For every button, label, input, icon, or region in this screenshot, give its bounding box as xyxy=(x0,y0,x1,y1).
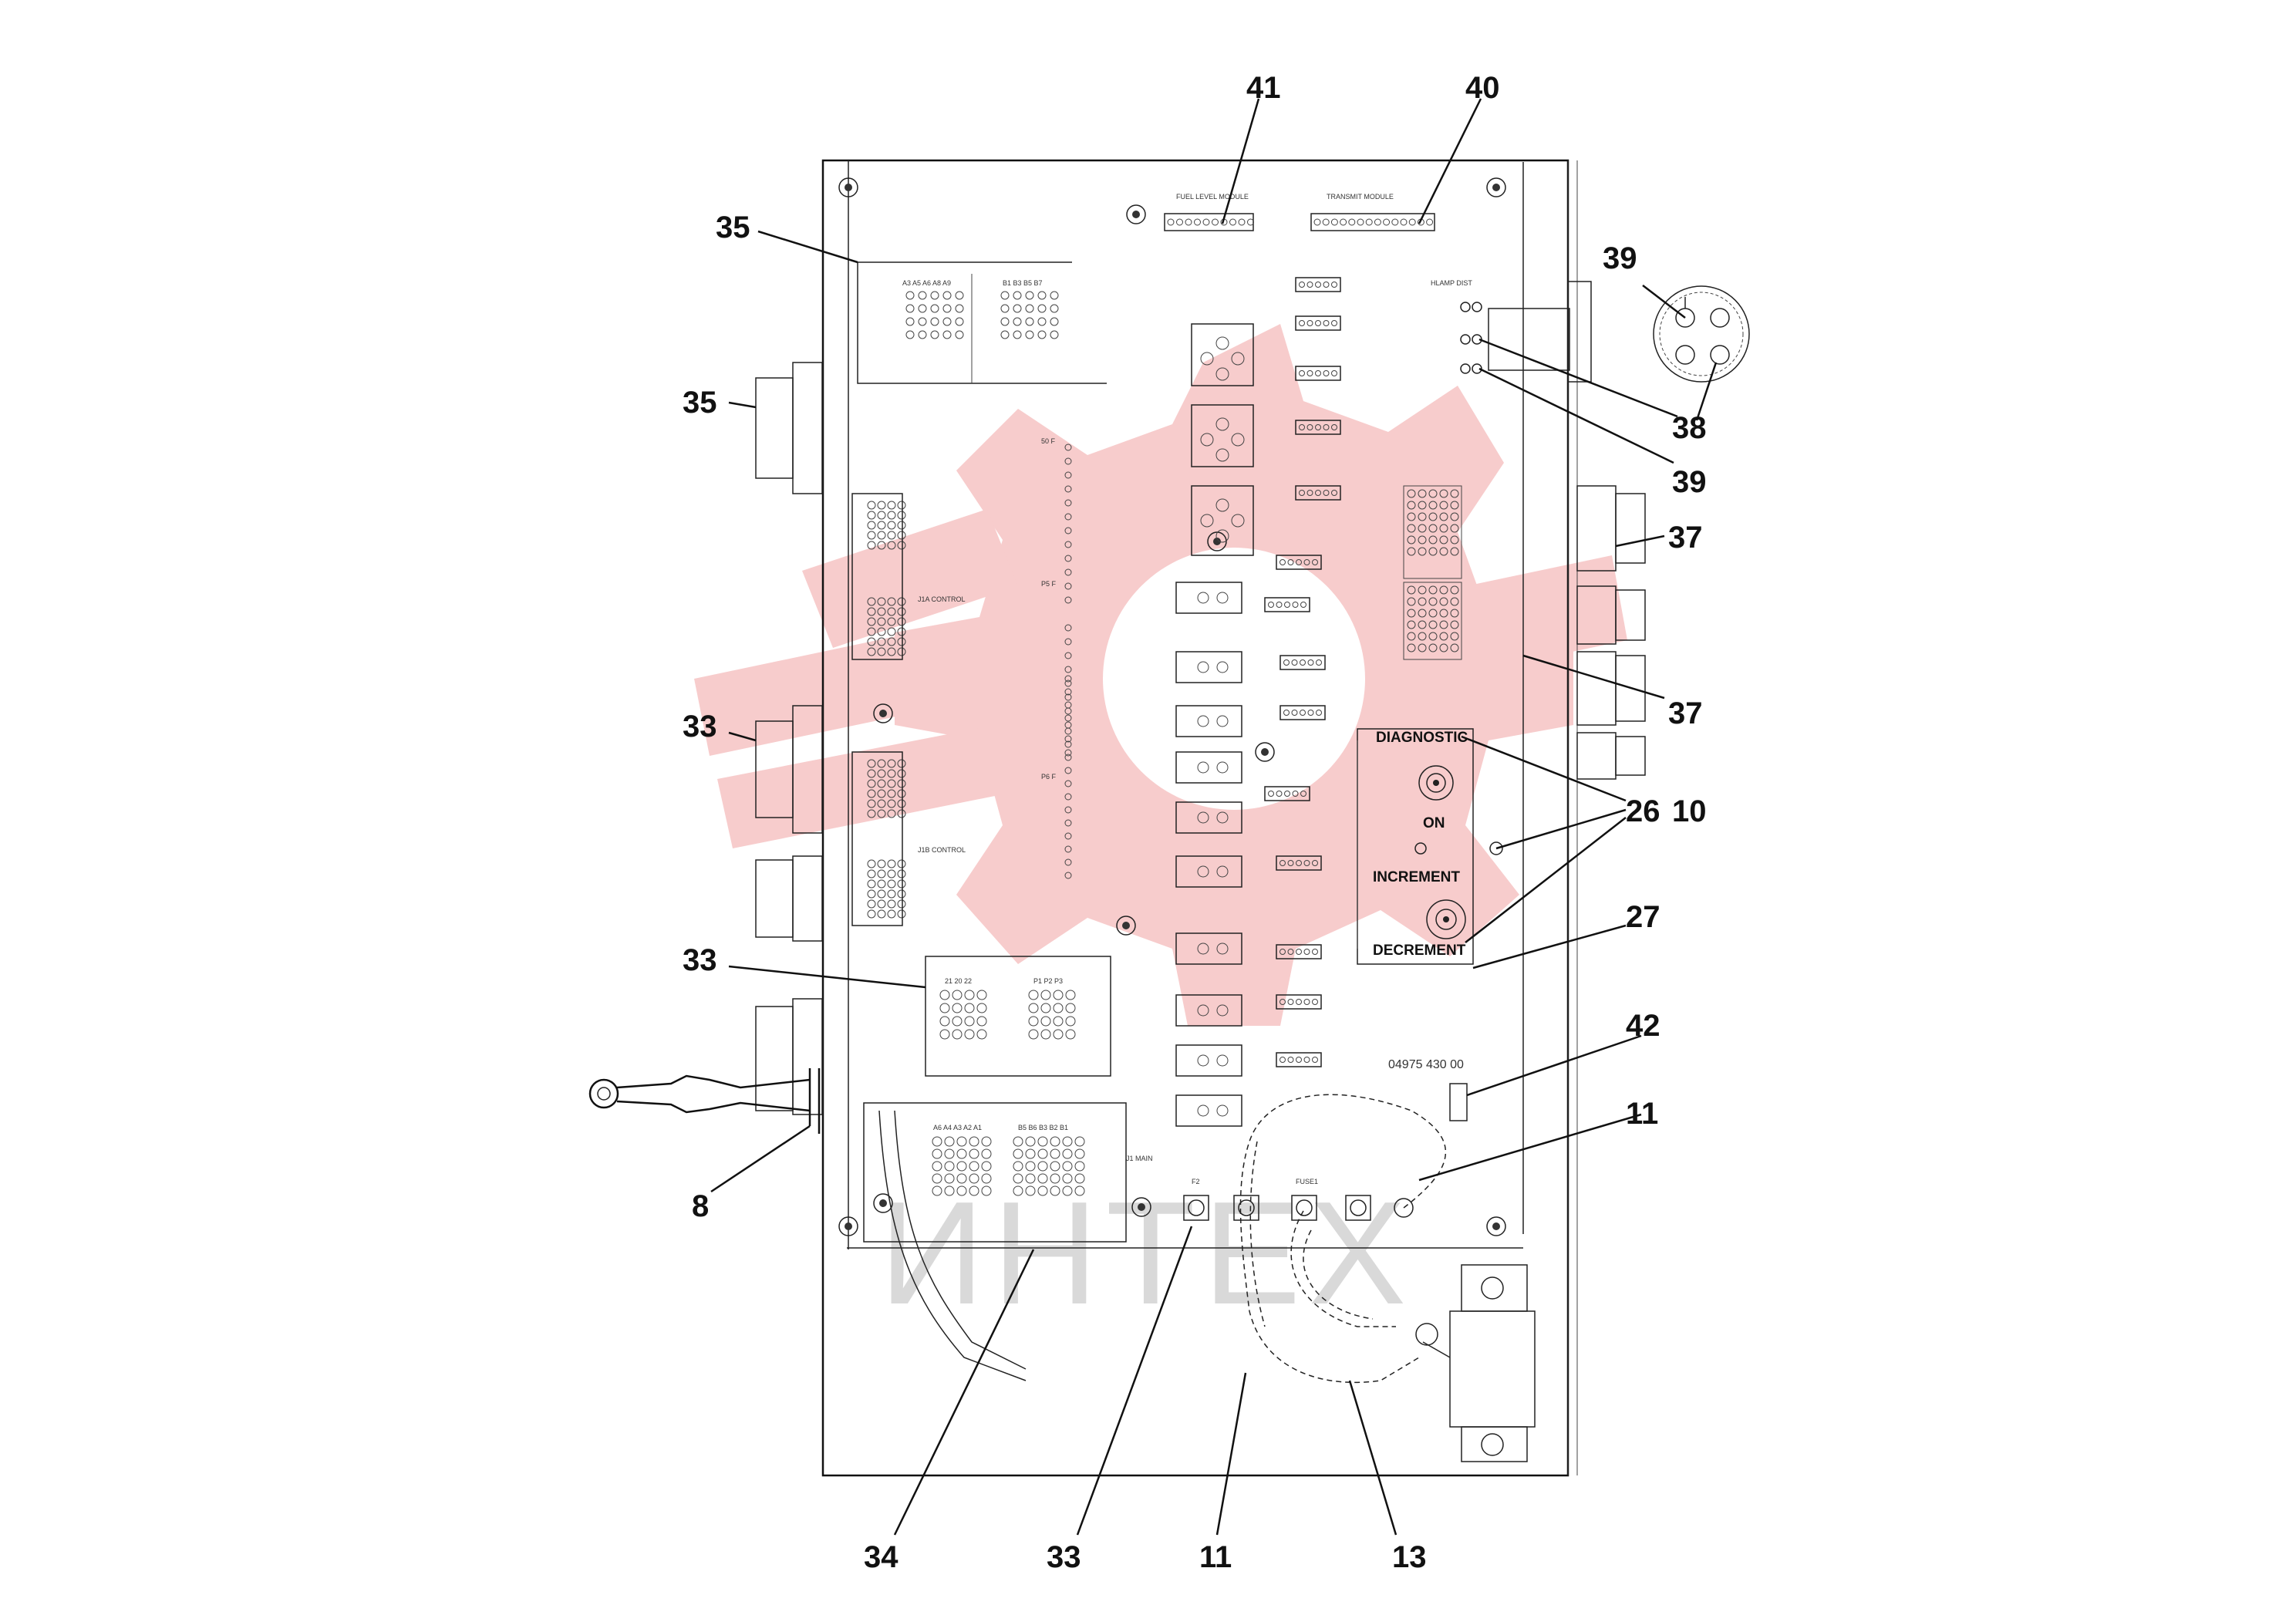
callout-41: 41 xyxy=(1246,71,1281,105)
watermark-gear-logo xyxy=(694,324,1627,1026)
svg-text:J1 MAIN: J1 MAIN xyxy=(1126,1155,1153,1162)
top-left-connector-block: A3 A5 A6 A8 A9 B1 B3 B5 B7 xyxy=(857,261,1107,384)
svg-text:J1A CONTROL: J1A CONTROL xyxy=(918,595,966,603)
svg-text:FUEL LEVEL MODULE: FUEL LEVEL MODULE xyxy=(1176,193,1249,201)
callout-37-top: 37 xyxy=(1668,521,1703,555)
bottom-right-breaker xyxy=(1415,1264,1536,1462)
svg-text:J1B CONTROL: J1B CONTROL xyxy=(918,846,966,854)
svg-text:B1 B3 B5 B7: B1 B3 B5 B7 xyxy=(1003,279,1043,287)
right-external-connectors xyxy=(1488,281,1646,780)
callout-13: 13 xyxy=(1392,1540,1427,1574)
mounting-screws xyxy=(838,177,1506,1236)
battery-cables xyxy=(878,1094,1447,1384)
svg-text:P5 F: P5 F xyxy=(1041,580,1057,588)
pin-grids xyxy=(867,291,1459,1196)
callout-35-top: 35 xyxy=(716,211,750,244)
svg-text:B5 B6 B3 B2 B1: B5 B6 B3 B2 B1 xyxy=(1018,1124,1068,1131)
left-side-connectors: J1A CONTROL J1B CONTROL xyxy=(755,362,966,1115)
relay-column xyxy=(1175,323,1254,1127)
callout-11-bottom: 11 xyxy=(1199,1540,1232,1574)
callout-33-bottom: 33 xyxy=(1047,1540,1081,1574)
diagnostic-panel: DIAGNOSTIC ON INCREMENT DECREMENT xyxy=(1357,728,1503,965)
callout-39-top: 39 xyxy=(1603,241,1637,275)
callout-10: 10 xyxy=(1672,794,1707,828)
svg-text:P6 F: P6 F xyxy=(1041,773,1057,781)
svg-text:A6 A4 A3 A2 A1: A6 A4 A3 A2 A1 xyxy=(933,1124,982,1131)
panel-label-decrement: DECREMENT xyxy=(1373,943,1466,959)
callout-33-left: 33 xyxy=(683,710,717,744)
connector-42 xyxy=(1449,1083,1468,1121)
small-connectors xyxy=(1264,277,1341,1067)
ring-terminal-cable xyxy=(588,1068,821,1134)
relay-plug xyxy=(1653,285,1750,383)
svg-text:A3 A5 A6 A8 A9: A3 A5 A6 A8 A9 xyxy=(902,279,951,287)
indicator-lamps: HLAMP DIST xyxy=(1431,279,1482,374)
right-pin-block-frame xyxy=(1403,485,1462,660)
svg-text:TRANSMIT MODULE: TRANSMIT MODULE xyxy=(1327,193,1394,201)
board-part-number: 04975 430 00 xyxy=(1388,1058,1464,1071)
callout-42: 42 xyxy=(1626,1009,1660,1043)
callout-35-side: 35 xyxy=(683,386,717,420)
callout-labels: 41 40 35 35 33 33 8 34 33 11 13 11 39 38… xyxy=(683,71,1707,1574)
leader-lines xyxy=(710,98,1718,1536)
callout-8: 8 xyxy=(692,1189,709,1223)
callout-38: 38 xyxy=(1672,411,1707,445)
panel-label-increment: INCREMENT xyxy=(1373,869,1460,885)
svg-text:50 F: 50 F xyxy=(1041,437,1056,445)
center-label-column: 50 F P5 F P6 F xyxy=(1041,437,1057,781)
lower-connector-block: 21 20 22 P1 P2 P3 A6 A4 A3 A2 A1 B5 B6 B… xyxy=(863,956,1153,1243)
callout-34: 34 xyxy=(864,1540,899,1574)
strip-pins xyxy=(1167,218,1434,226)
fuse-terminals: F2 FUSE1 xyxy=(1183,1178,1414,1221)
svg-text:F2: F2 xyxy=(1192,1178,1200,1185)
panel-label-on: ON xyxy=(1423,815,1445,831)
callout-26: 26 xyxy=(1626,794,1660,828)
callout-11-right: 11 xyxy=(1626,1097,1658,1131)
svg-text:FUSE1: FUSE1 xyxy=(1296,1178,1318,1185)
callout-40: 40 xyxy=(1465,71,1500,105)
callout-33-mid: 33 xyxy=(683,943,717,977)
svg-text:21 20 22: 21 20 22 xyxy=(945,977,972,985)
watermark-text: ИНТЕХ xyxy=(879,1172,1414,1335)
panel-label-diagnostic: DIAGNOSTIC xyxy=(1376,730,1468,746)
callout-37-bottom: 37 xyxy=(1668,696,1703,730)
callout-27: 27 xyxy=(1626,900,1660,934)
svg-text:P1 P2 P3: P1 P2 P3 xyxy=(1033,977,1063,985)
center-pin-column xyxy=(1064,443,1072,879)
svg-text:HLAMP DIST: HLAMP DIST xyxy=(1431,279,1472,287)
callout-39-bottom: 39 xyxy=(1672,465,1707,499)
